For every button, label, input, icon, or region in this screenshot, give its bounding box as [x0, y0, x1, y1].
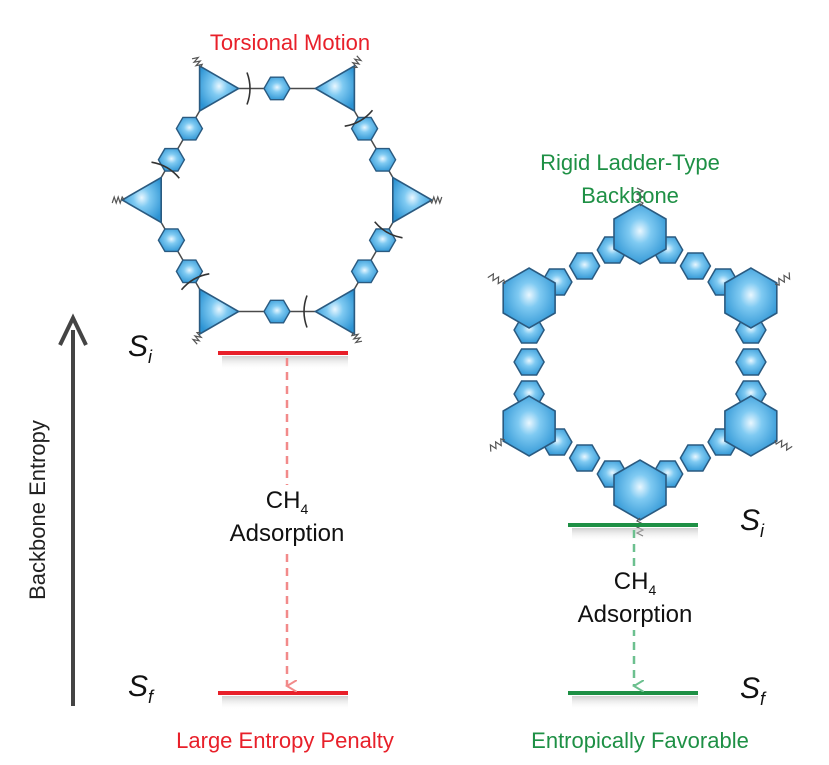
left-sf-shadow — [222, 696, 348, 710]
phenylene-linker — [368, 228, 397, 253]
left-si-shadow — [222, 356, 348, 370]
triptycene-node — [391, 176, 434, 224]
formula-subscript: 4 — [648, 581, 657, 598]
side-chain — [191, 331, 203, 345]
side-chain — [635, 187, 645, 207]
fused-ring — [513, 348, 545, 376]
side-chain — [111, 195, 125, 205]
symbol-s: S — [740, 672, 761, 705]
side-chain — [487, 272, 506, 285]
side-chain — [774, 272, 791, 286]
symbol-s: S — [128, 670, 149, 703]
ladder-node — [502, 267, 556, 329]
torsion-arrow — [180, 273, 210, 291]
ladder-macrocycle — [487, 187, 793, 537]
phenylene-linker — [175, 116, 204, 141]
side-chain — [774, 439, 793, 452]
phenylene-linker — [368, 147, 397, 172]
side-chain — [429, 195, 443, 205]
left-initial-entropy-symbol: Si — [128, 330, 152, 368]
formula-text: CH — [265, 487, 301, 514]
triptycene-node — [120, 176, 162, 224]
formula-subscript: 4 — [300, 500, 309, 517]
torsion-arrow — [151, 161, 180, 179]
subscript-f: f — [148, 687, 154, 707]
subscript-i: i — [148, 347, 153, 367]
fused-ring — [679, 252, 712, 280]
left-outcome: Large Entropy Penalty — [176, 728, 394, 753]
right-sf-shadow — [572, 696, 698, 710]
fused-ring — [735, 348, 767, 376]
left-process-word: Adsorption — [229, 519, 345, 547]
ladder-node — [613, 459, 667, 521]
fused-ring — [568, 252, 601, 280]
right-process-formula: CH4 — [555, 566, 715, 599]
phenylene-linker — [350, 259, 379, 284]
phenylene-linker — [263, 76, 291, 101]
right-title-line2: Backbone — [581, 183, 679, 208]
fused-ring — [679, 444, 712, 472]
torsion-arrow — [374, 221, 403, 239]
right-outcome: Entropically Favorable — [531, 728, 749, 753]
right-final-entropy-symbol: Sf — [740, 672, 765, 710]
left-process-label: CH4 Adsorption — [207, 485, 367, 550]
triptycene-node — [313, 64, 356, 113]
left-title: Torsional Motion — [209, 30, 371, 55]
torsion-arrow — [246, 72, 251, 105]
phenylene-linker — [157, 228, 186, 253]
phenylene-linker — [350, 116, 379, 141]
fused-ring — [568, 444, 601, 472]
phenylene-linker — [175, 259, 204, 284]
triptycene-node — [198, 64, 241, 113]
triptycene-node — [198, 287, 241, 336]
right-initial-entropy-symbol: Si — [740, 504, 764, 542]
ladder-node — [724, 395, 778, 457]
subscript-i: i — [760, 521, 765, 541]
torsion-arrow — [303, 295, 308, 328]
symbol-s: S — [128, 330, 149, 363]
phenylene-linker — [157, 147, 186, 172]
side-chain — [351, 55, 363, 69]
side-chain — [350, 332, 363, 344]
left-final-entropy-symbol: Sf — [128, 670, 153, 708]
axis-label: Backbone Entropy — [25, 420, 50, 600]
triptycene-node — [313, 287, 356, 336]
phenylene-linker — [263, 299, 291, 324]
left-process-formula: CH4 — [207, 485, 367, 518]
right-process-label: CH4 Adsorption — [555, 566, 715, 631]
ladder-node — [502, 395, 556, 457]
subscript-f: f — [760, 689, 766, 709]
torsion-arrow — [344, 109, 374, 127]
ladder-node — [613, 203, 667, 265]
side-chain — [191, 56, 204, 68]
formula-text: CH — [613, 568, 649, 595]
symbol-s: S — [740, 504, 761, 537]
right-title-line1: Rigid Ladder-Type — [540, 150, 720, 175]
flexible-macrocycle — [111, 55, 443, 345]
right-process-word: Adsorption — [577, 600, 693, 628]
ladder-node — [724, 267, 778, 329]
entropy-axis-arrow — [58, 313, 88, 706]
side-chain — [489, 438, 506, 452]
